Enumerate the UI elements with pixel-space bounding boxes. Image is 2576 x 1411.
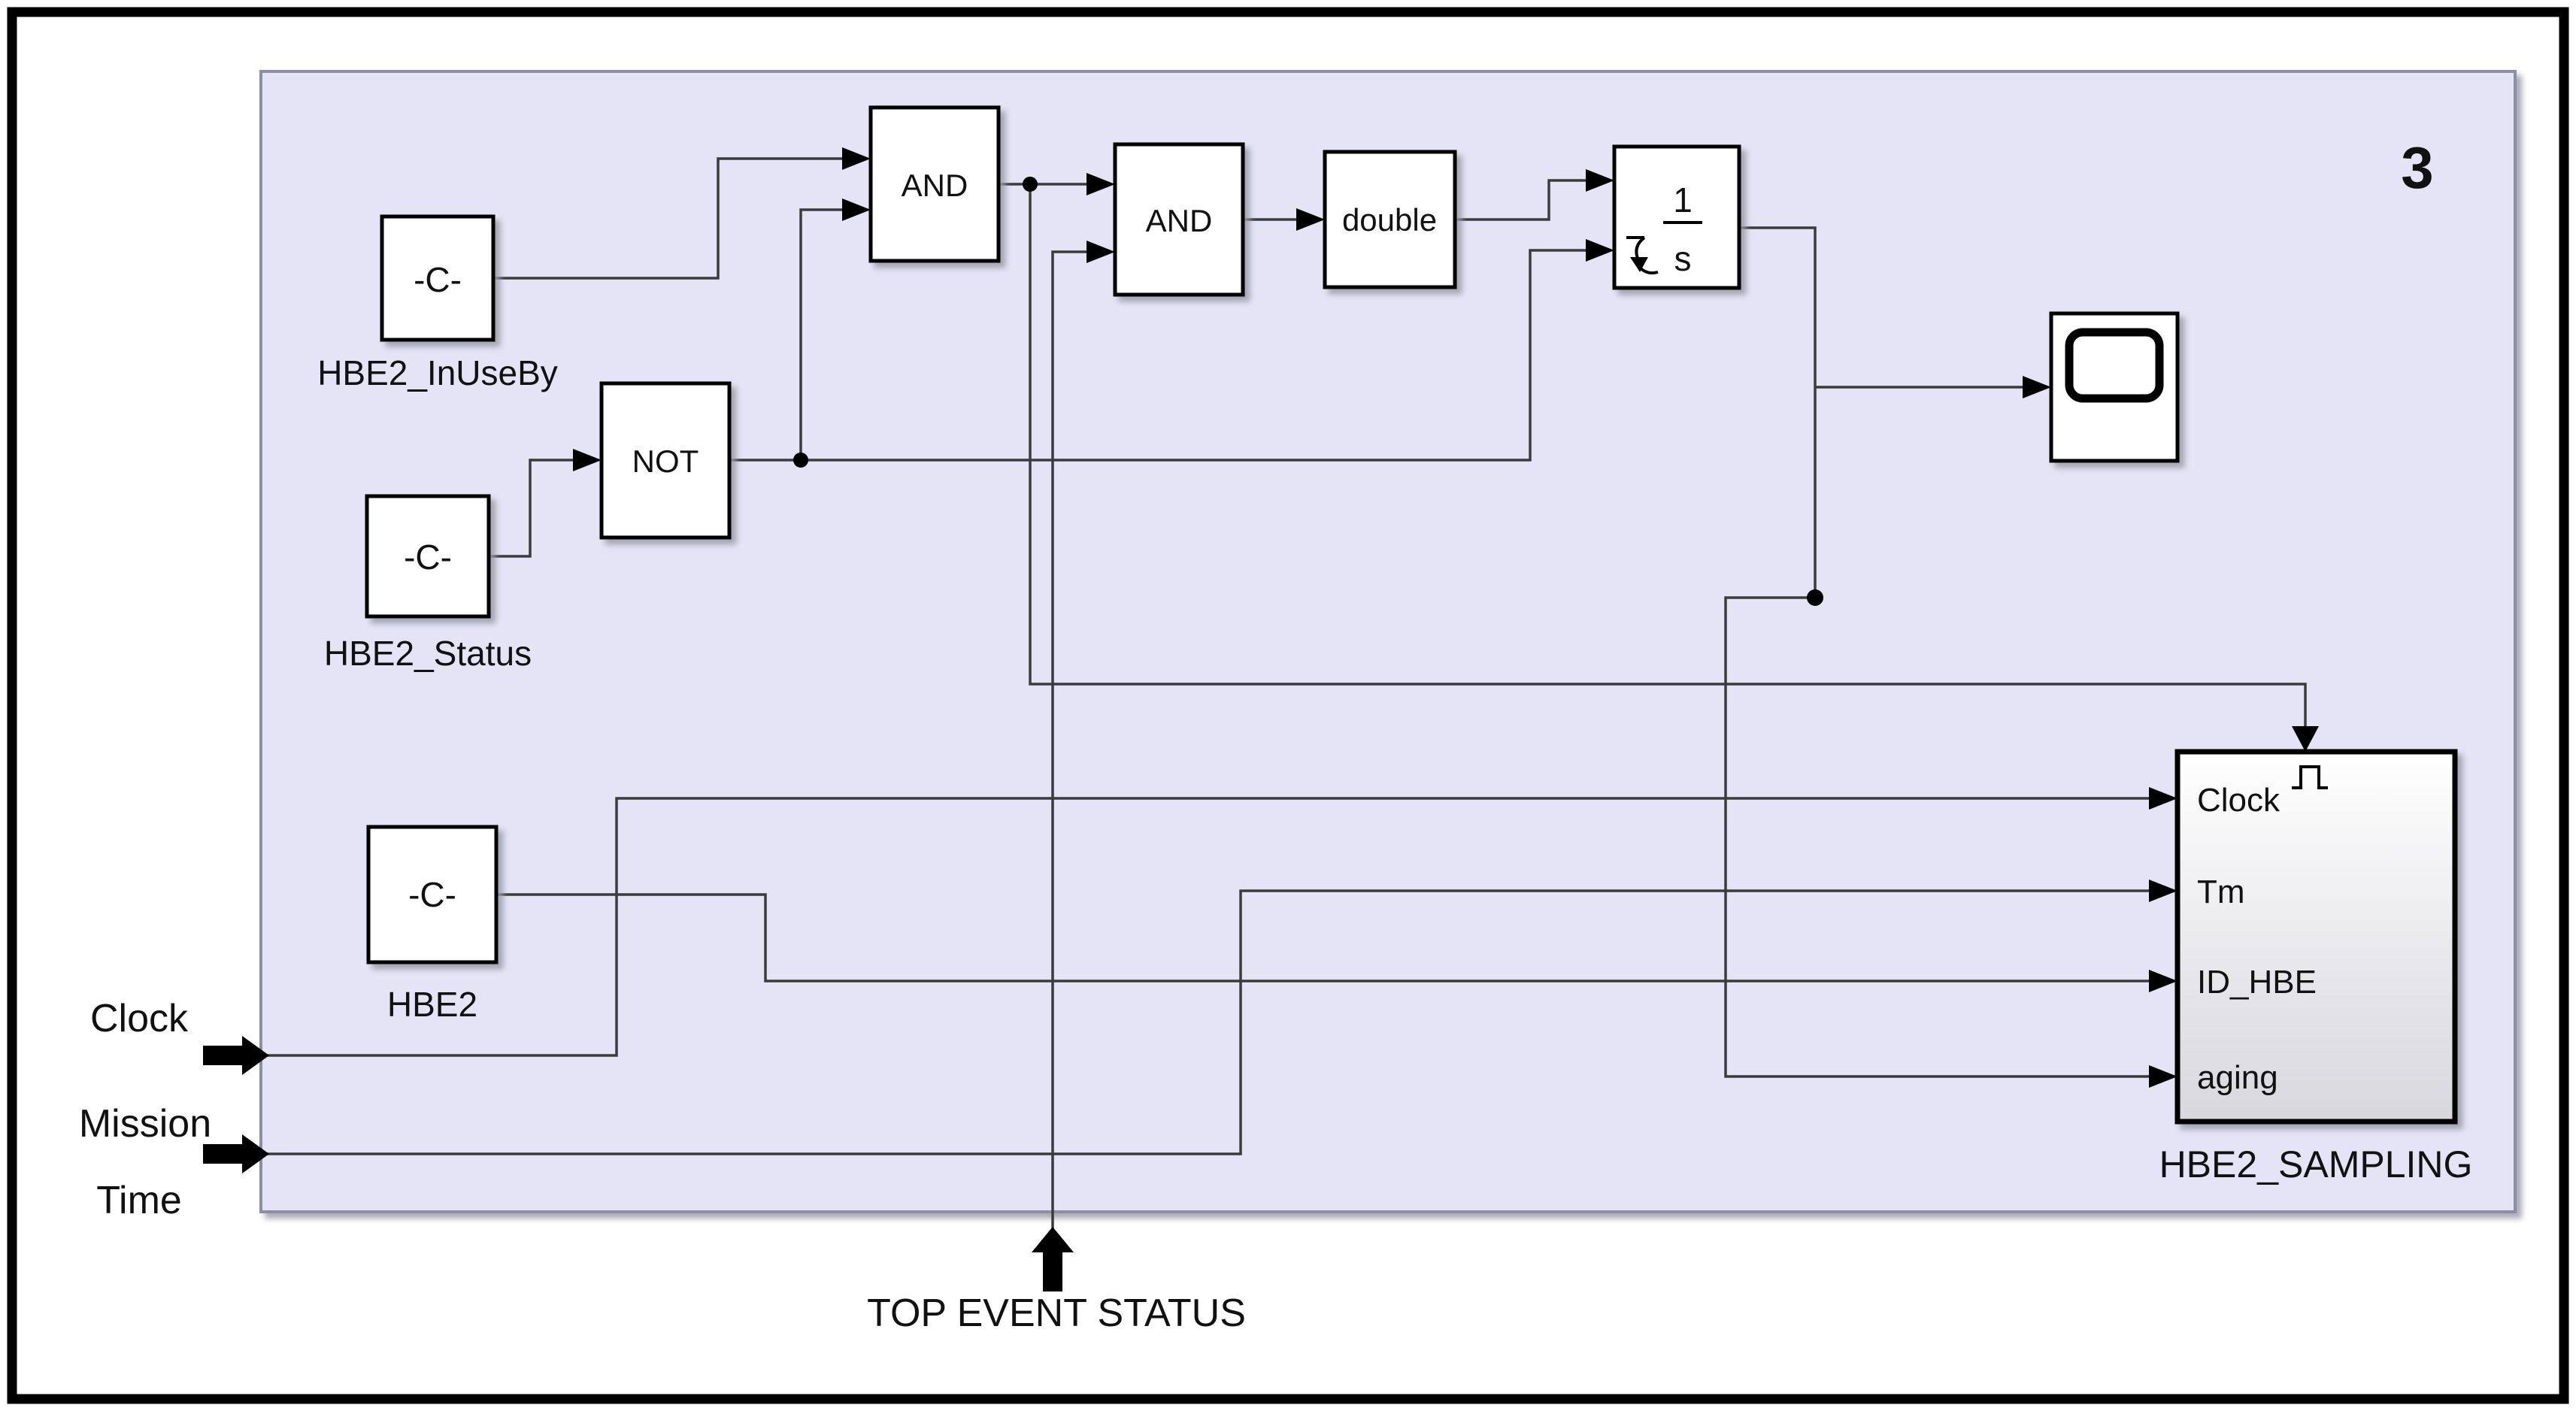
mission-time-input-label-line2: Time bbox=[96, 1179, 182, 1222]
wire-arrowhead-icon bbox=[573, 449, 602, 471]
wire-arrowhead-icon bbox=[2149, 970, 2177, 992]
junction-dot bbox=[793, 453, 808, 468]
data-type-conversion-block[interactable] bbox=[1323, 150, 1457, 289]
trigger-down-arrow-icon bbox=[2292, 726, 2319, 752]
constant-value: -C- bbox=[414, 260, 462, 299]
wire-and1-branch-to-sampling-trigger bbox=[1029, 184, 2307, 726]
constant-block-hbe2[interactable] bbox=[366, 825, 499, 964]
wires bbox=[263, 157, 2307, 1233]
page-number: 3 bbox=[2401, 135, 2433, 201]
wire-branch-to-aging bbox=[1724, 596, 2149, 1078]
wire-arrowhead-icon bbox=[2149, 1065, 2177, 1088]
junction-dot bbox=[1023, 177, 1038, 192]
wire-arrowhead-icon bbox=[1086, 241, 1115, 263]
wire-arrowhead-icon bbox=[1296, 208, 1325, 231]
clock-input-arrow-icon bbox=[203, 1036, 269, 1075]
wire-hbe2-to-id-hbe bbox=[496, 893, 2149, 983]
arrow-head bbox=[242, 1036, 269, 1075]
block-label-hbe2: HBE2 bbox=[387, 985, 477, 1024]
sampling-port-aging: aging bbox=[2197, 1059, 2278, 1096]
sampling-port-tm: Tm bbox=[2197, 874, 2245, 910]
mission-time-input-arrow-icon bbox=[203, 1134, 269, 1173]
arrow-shaft bbox=[203, 1144, 244, 1164]
port-arrowheads bbox=[573, 147, 2319, 1088]
constant-value: -C- bbox=[404, 537, 452, 577]
block-label-hbe2-inuseby: HBE2_InUseBy bbox=[317, 353, 558, 392]
block-label-hbe2-sampling: HBE2_SAMPLING bbox=[2159, 1143, 2473, 1185]
wire-arrowhead-icon bbox=[2023, 376, 2051, 398]
and-gate-block-2[interactable] bbox=[1113, 142, 1245, 297]
sampling-port-clock: Clock bbox=[2197, 782, 2281, 819]
arrow-shaft bbox=[1043, 1252, 1062, 1291]
wire-not-to-integrator-reset bbox=[729, 249, 1586, 462]
top-event-status-label: TOP EVENT STATUS bbox=[867, 1291, 1246, 1335]
wire-status-to-not bbox=[489, 459, 573, 558]
constant-value: -C- bbox=[408, 875, 456, 914]
wire-integrator-out bbox=[1739, 226, 1817, 598]
wire-arrowhead-icon bbox=[2149, 880, 2177, 902]
mission-time-input-label-line1: Mission bbox=[79, 1102, 211, 1146]
wire-arrowhead-icon bbox=[2149, 787, 2177, 810]
constant-block-hbe2-status[interactable] bbox=[365, 494, 491, 619]
outer-frame bbox=[7, 7, 2569, 1404]
wire-inuseby-to-and1 bbox=[493, 157, 842, 280]
not-gate-block[interactable] bbox=[599, 381, 732, 540]
wire-not-branch-to-and1 bbox=[799, 208, 842, 460]
junction-dot bbox=[1807, 589, 1823, 606]
block-label-hbe2-status: HBE2_Status bbox=[324, 634, 532, 673]
constant-block-hbe2-inuseby[interactable] bbox=[380, 214, 496, 342]
top-event-input-arrow-icon bbox=[1032, 1227, 1074, 1291]
arrow-shaft bbox=[203, 1046, 244, 1065]
integrator-denominator: s bbox=[1674, 239, 1692, 278]
sampling-port-id-hbe: ID_HBE bbox=[2197, 964, 2317, 1001]
trigger-pulse-icon bbox=[2292, 765, 2328, 789]
and-gate-text: AND bbox=[902, 168, 968, 203]
hbe2-sampling-subsystem-block[interactable] bbox=[2174, 749, 2458, 1125]
reset-icon-hook bbox=[1638, 266, 1659, 275]
scope-screen-icon bbox=[2065, 328, 2164, 403]
wire-double-to-integrator bbox=[1455, 179, 1586, 221]
not-gate-text: NOT bbox=[632, 444, 699, 479]
wire-mission-time-to-tm bbox=[263, 889, 2149, 1155]
wire-top-event-to-and2 bbox=[1051, 250, 1086, 1233]
reset-icon-arrowhead bbox=[1630, 257, 1648, 272]
and-gate-text: AND bbox=[1146, 203, 1213, 238]
wire-clock-to-sampling bbox=[263, 797, 2149, 1057]
double-cast-text: double bbox=[1342, 202, 1437, 238]
wire-arrowhead-icon bbox=[1586, 239, 1614, 262]
wire-arrowhead-icon bbox=[1086, 173, 1115, 195]
wire-arrowhead-icon bbox=[842, 147, 871, 170]
and-gate-block-1[interactable] bbox=[868, 105, 1001, 263]
integrator-reset-falling-edge-icon bbox=[1626, 236, 1659, 275]
clock-input-label: Clock bbox=[90, 997, 189, 1040]
integrator-numerator: 1 bbox=[1673, 180, 1693, 220]
arrow-head bbox=[1032, 1227, 1074, 1252]
wire-arrowhead-icon bbox=[1586, 169, 1614, 192]
arrow-head bbox=[242, 1134, 269, 1173]
wire-arrowhead-icon bbox=[842, 198, 871, 221]
